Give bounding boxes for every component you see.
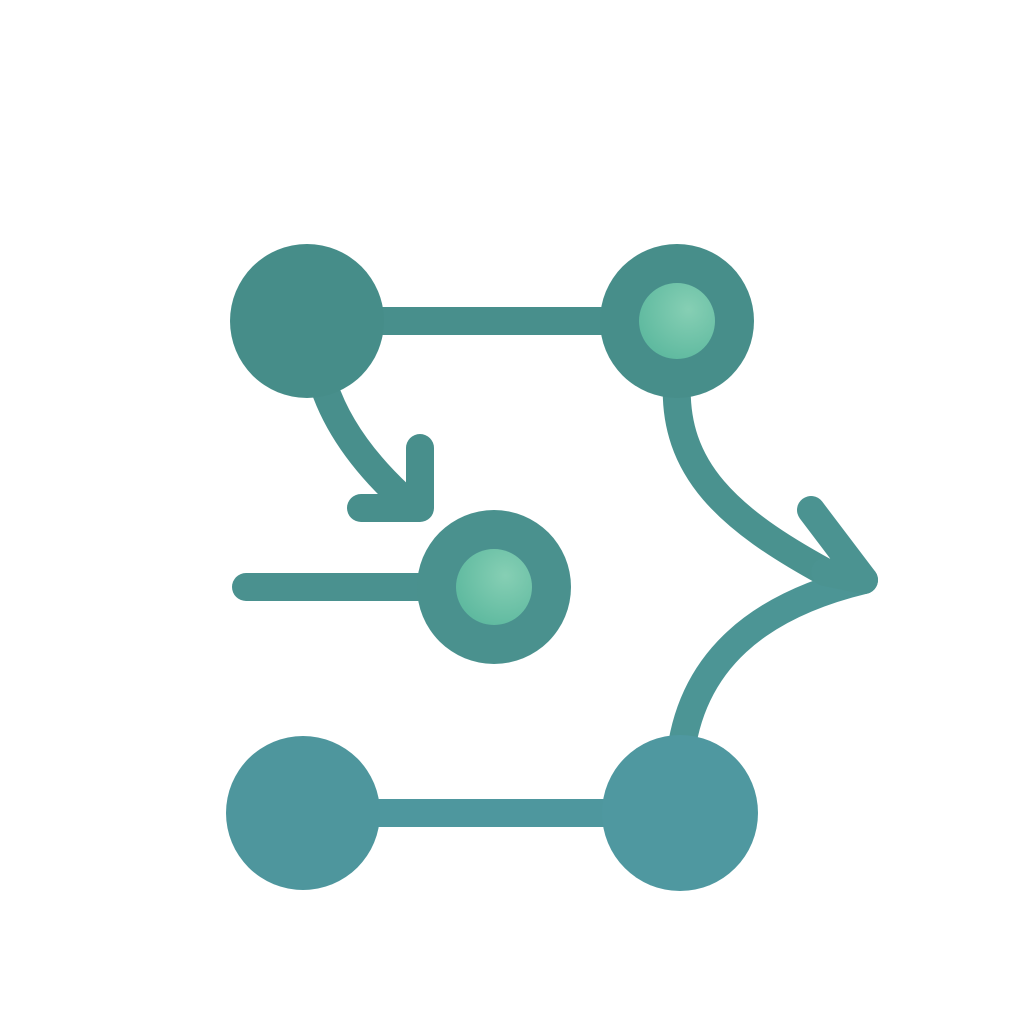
node-top-right-core — [639, 283, 715, 359]
node-middle — [417, 510, 571, 664]
node-bottom-left — [226, 736, 380, 890]
node-top-right — [600, 244, 754, 398]
edge-down-arrowhead — [347, 434, 434, 522]
node-bottom-right — [602, 735, 758, 891]
edge-merge-arrowhead — [797, 496, 878, 594]
edge-merge-return — [666, 566, 878, 774]
node-top-left — [230, 244, 384, 398]
node-middle-core — [456, 549, 532, 625]
edge-merge-arrow — [662, 366, 839, 586]
